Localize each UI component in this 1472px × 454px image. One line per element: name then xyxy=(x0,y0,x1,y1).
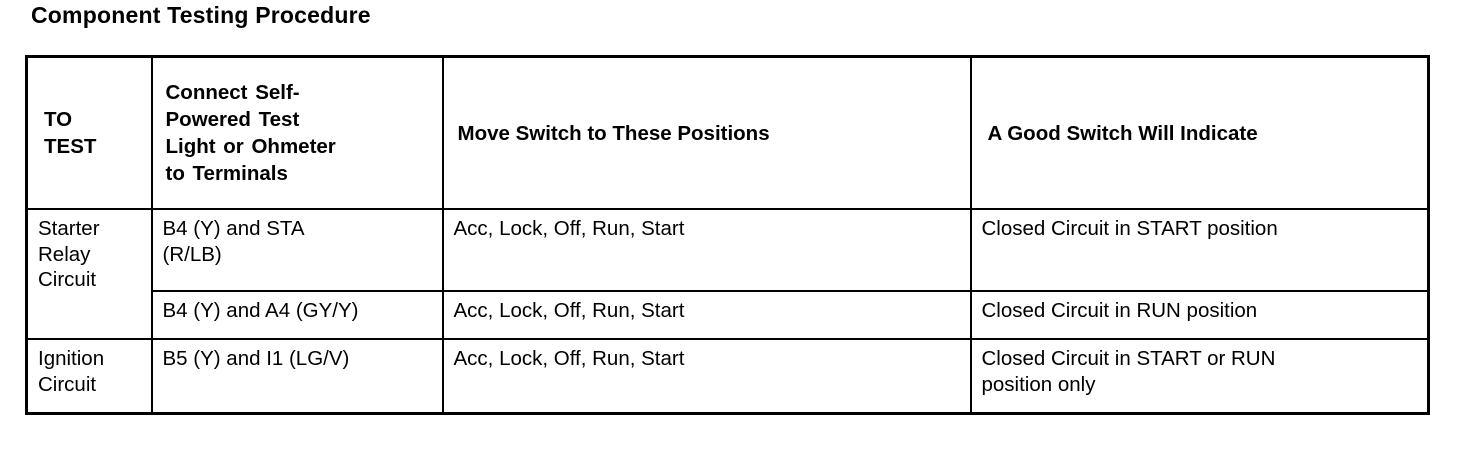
cell-to-test-text: Ignition Circuit xyxy=(38,347,105,396)
cell-terminals: B4 (Y) and STA (R/LB) xyxy=(150,208,444,292)
component-testing-table-wrapper: TO TEST Connect Self- Powered Test Light… xyxy=(25,55,1430,415)
column-header-to-test: TO TEST xyxy=(25,55,153,210)
cell-indicates: Closed Circuit in START or RUN position … xyxy=(969,338,1430,415)
cell-terminals: B4 (Y) and A4 (GY/Y) xyxy=(150,290,444,340)
cell-indicates-text: Closed Circuit in START position xyxy=(981,217,1278,240)
table-row: Starter Relay Circuit B4 (Y) and STA (R/… xyxy=(25,208,1430,340)
column-header-good-switch-indicates: A Good Switch Will Indicate xyxy=(969,55,1430,210)
cell-indicates-text: Closed Circuit in RUN position xyxy=(981,299,1258,322)
component-testing-table: TO TEST Connect Self- Powered Test Light… xyxy=(25,55,1430,415)
cell-switch-positions-text: Acc, Lock, Off, Run, Start xyxy=(453,347,685,370)
column-header-good-switch-indicates-label: A Good Switch Will Indicate xyxy=(987,121,1258,145)
column-header-to-test-label: TO TEST xyxy=(44,108,97,158)
cell-indicates-text: Closed Circuit in START or RUN position … xyxy=(981,347,1276,396)
cell-switch-positions-text: Acc, Lock, Off, Run, Start xyxy=(453,299,685,322)
column-header-switch-positions: Move Switch to These Positions xyxy=(441,55,972,210)
page-title: Component Testing Procedure xyxy=(31,2,371,28)
cell-switch-positions: Acc, Lock, Off, Run, Start xyxy=(441,338,972,415)
cell-to-test-text: Starter Relay Circuit xyxy=(38,217,100,291)
cell-switch-positions: Acc, Lock, Off, Run, Start xyxy=(441,208,972,292)
cell-terminals-text: B4 (Y) and A4 (GY/Y) xyxy=(162,299,359,322)
cell-indicates: Closed Circuit in RUN position xyxy=(969,290,1430,340)
column-header-connect-terminals: Connect Self- Powered Test Light or Ohme… xyxy=(150,55,444,210)
table-header-row: TO TEST Connect Self- Powered Test Light… xyxy=(25,55,1430,210)
table-row: Ignition Circuit B5 (Y) and I1 (LG/V) Ac… xyxy=(25,338,1430,415)
cell-switch-positions: Acc, Lock, Off, Run, Start xyxy=(441,290,972,340)
cell-terminals-text: B5 (Y) and I1 (LG/V) xyxy=(162,347,350,370)
table-row: B4 (Y) and A4 (GY/Y) Acc, Lock, Off, Run… xyxy=(27,290,1430,340)
cell-switch-positions-text: Acc, Lock, Off, Run, Start xyxy=(453,217,685,240)
column-header-connect-terminals-label: Connect Self- Powered Test Light or Ohme… xyxy=(165,81,336,185)
cell-terminals-text: B4 (Y) and STA (R/LB) xyxy=(162,217,305,266)
cell-to-test: Starter Relay Circuit xyxy=(25,208,153,340)
cell-indicates: Closed Circuit in START position xyxy=(969,208,1430,292)
column-header-switch-positions-label: Move Switch to These Positions xyxy=(457,121,770,145)
cell-to-test: Ignition Circuit xyxy=(25,338,153,415)
cell-terminals: B5 (Y) and I1 (LG/V) xyxy=(150,338,444,415)
